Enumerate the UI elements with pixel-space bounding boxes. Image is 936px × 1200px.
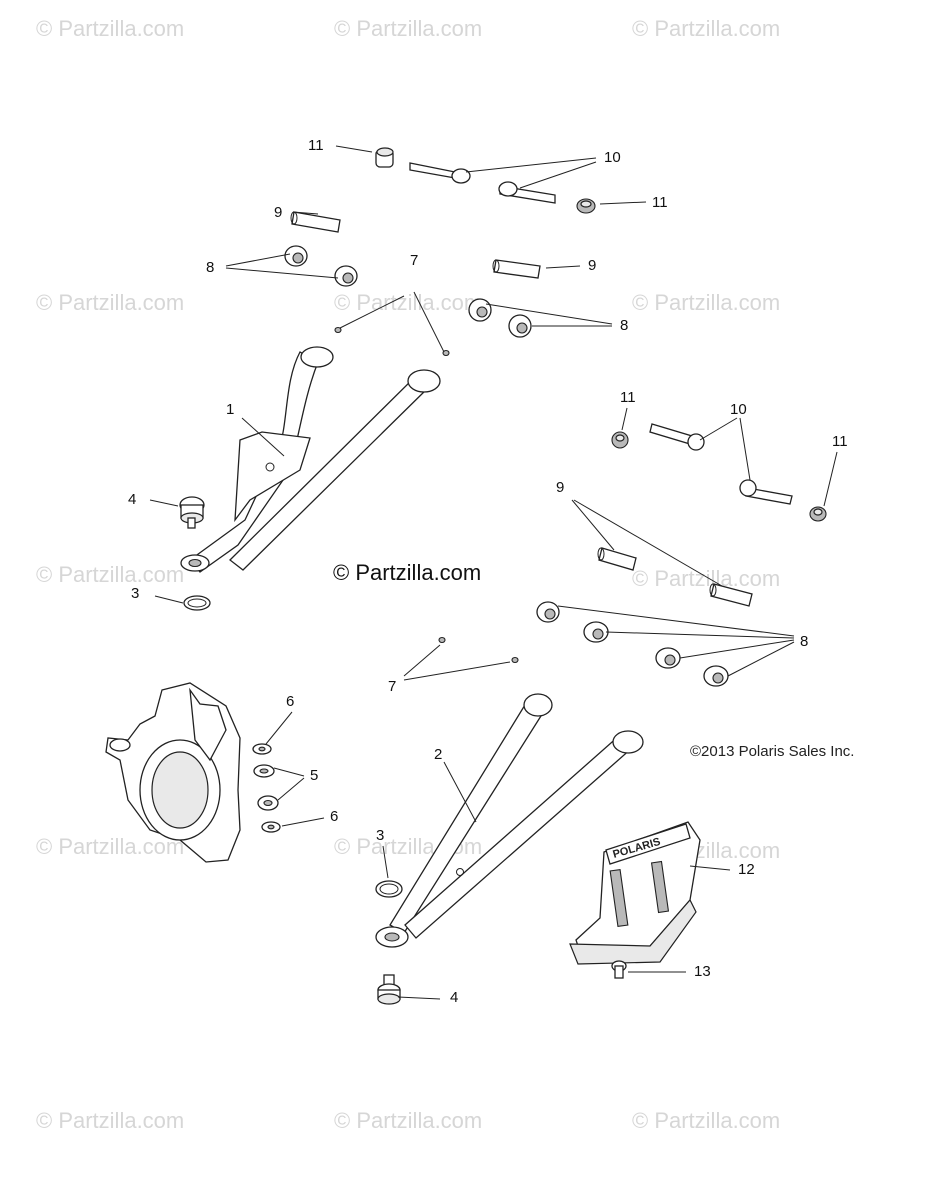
callout-11: 11 <box>832 433 848 450</box>
watermark: © Partzilla.com <box>36 834 185 859</box>
callout-9: 9 <box>588 257 597 274</box>
watermark: © Partzilla.com <box>36 562 185 587</box>
watermark: © Partzilla.com <box>632 290 781 315</box>
watermark: © Partzilla.com <box>36 1108 185 1133</box>
watermark: © Partzilla.com <box>334 290 483 315</box>
callout-2: 2 <box>434 746 443 763</box>
watermark: © Partzilla.com <box>632 1108 781 1133</box>
callout-8: 8 <box>206 259 215 276</box>
callout-12: 12 <box>738 861 755 878</box>
upper-hardware <box>284 147 596 357</box>
ball-joint-upper <box>179 496 205 529</box>
callout-8: 8 <box>800 633 809 650</box>
callout-4: 4 <box>128 491 137 508</box>
callout-10: 10 <box>604 149 621 166</box>
lower-hardware <box>438 423 827 687</box>
callout-9: 9 <box>274 204 283 221</box>
callout-3: 3 <box>131 585 140 602</box>
callout-11: 11 <box>308 137 324 154</box>
watermark: © Partzilla.com <box>36 16 185 41</box>
callout-10: 10 <box>730 401 747 418</box>
upper-a-arm <box>180 346 441 573</box>
watermark: © Partzilla.com <box>632 566 781 591</box>
center-watermark: © Partzilla.com <box>333 560 482 585</box>
callout-9: 9 <box>556 479 565 496</box>
callout-8: 8 <box>620 317 629 334</box>
callout-7: 7 <box>410 252 419 269</box>
callout-5: 5 <box>310 767 319 784</box>
watermark: © Partzilla.com <box>334 1108 483 1133</box>
callout-6: 6 <box>330 808 339 825</box>
snap-ring <box>183 595 211 611</box>
watermark: © Partzilla.com <box>36 290 185 315</box>
callout-13: 13 <box>694 963 711 980</box>
ball-joint-lower <box>377 974 401 1005</box>
watermark: © Partzilla.com <box>632 16 781 41</box>
callout-11: 11 <box>652 194 668 211</box>
leader-lines <box>149 145 838 1000</box>
callout-11: 11 <box>620 389 636 406</box>
callout-3: 3 <box>376 827 385 844</box>
watermark: © Partzilla.com <box>334 16 483 41</box>
callout-6: 6 <box>286 693 295 710</box>
callout-1: 1 <box>226 401 235 418</box>
spindle-knuckle <box>105 682 241 863</box>
callout-7: 7 <box>388 678 397 695</box>
lower-a-arm <box>375 693 644 948</box>
skid-plate <box>569 821 701 965</box>
copyright-notice: ©2013 Polaris Sales Inc. <box>690 743 855 760</box>
callout-4: 4 <box>450 989 459 1006</box>
